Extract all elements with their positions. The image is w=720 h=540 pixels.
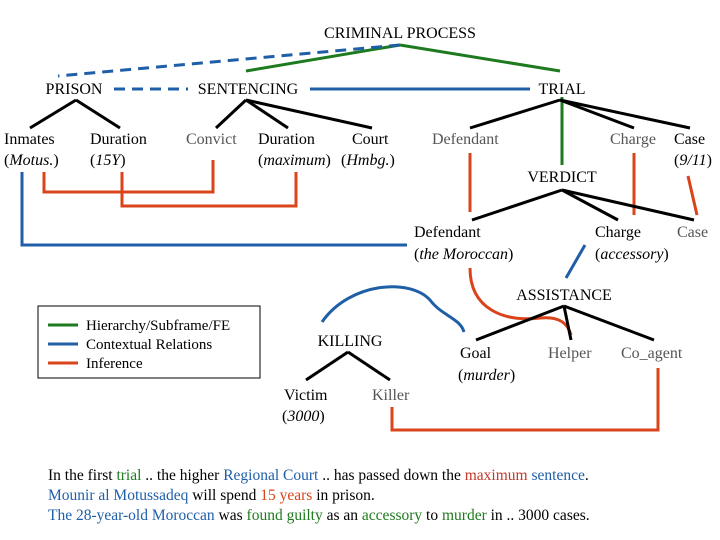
link-duration-duration2 <box>120 172 298 208</box>
caption-segment: accessory <box>361 507 423 524</box>
caption-segment: . <box>584 467 589 484</box>
role-case2: Case <box>677 224 708 241</box>
caption-segment: The 28-year-old Moroccan <box>48 507 215 524</box>
caption-segment: to <box>422 507 442 524</box>
role-inmates: Inmates <box>4 131 55 148</box>
caption-segment: murder <box>441 507 487 524</box>
role-case: Case <box>674 131 705 148</box>
link-case-case2 <box>686 175 699 216</box>
frame-criminal-process: CRIMINAL PROCESS <box>324 25 476 42</box>
role-goal: Goal <box>460 345 492 362</box>
legend-box <box>37 305 261 379</box>
role-charge2-value: (accessory) <box>595 246 669 263</box>
caption-segment: found guilty <box>246 507 323 524</box>
link-inmates-convict <box>42 160 215 194</box>
role-inmates-value: (Motus.) <box>4 152 59 169</box>
link-killing-goal <box>320 285 466 333</box>
role-duration-value: (15Y) <box>90 152 126 169</box>
role-duration2-value: (maximum) <box>258 152 331 169</box>
role-killer: Killer <box>372 387 410 404</box>
link-criminal-sentencing <box>245 43 401 73</box>
link-victim-coagent <box>390 368 660 432</box>
role-co-agent: Co_agent <box>621 345 683 362</box>
role-defendant2-value: (the Moroccan) <box>414 246 513 263</box>
role-helper: Helper <box>548 345 592 362</box>
legend-label-contextual: Contextual Relations <box>86 337 212 353</box>
role-charge: Charge <box>610 131 656 148</box>
role-duration2: Duration <box>258 131 315 148</box>
link-inmates-defendant2 <box>20 172 407 247</box>
link-criminal-prison-dashed <box>57 43 401 78</box>
frame-prison: PRISON <box>46 81 103 98</box>
node-labels: CRIMINAL PROCESS PRISON SENTENCING TRIAL… <box>4 25 712 425</box>
caption-segment: in .. 3000 cases. <box>486 507 590 524</box>
legend: Hierarchy/Subframe/FE Contextual Relatio… <box>86 318 230 372</box>
caption-line: The 28-year-old Moroccan was found guilt… <box>48 506 716 526</box>
frame-sentencing: SENTENCING <box>198 81 299 98</box>
frame-role-links <box>29 98 695 382</box>
legend-label-inference: Inference <box>86 356 143 372</box>
link-criminal-trial <box>399 43 561 73</box>
role-victim: Victim <box>284 387 328 404</box>
role-charge2: Charge <box>595 224 641 241</box>
caption-segment: as an <box>322 507 362 524</box>
caption-line: In the first trial .. the higher Regiona… <box>48 466 716 486</box>
caption-segment: maximum <box>464 467 528 484</box>
role-victim-value: (3000) <box>282 408 325 425</box>
caption-segment: Regional Court <box>223 467 319 484</box>
role-goal-value: (murder) <box>458 367 515 384</box>
link-charge2-assistance <box>564 244 587 279</box>
role-court: Court <box>352 131 389 148</box>
caption-segment: sentence <box>531 467 585 484</box>
caption: In the first trial .. the higher Regiona… <box>48 466 716 526</box>
contextual-links <box>20 43 587 333</box>
caption-segment: was <box>214 507 247 524</box>
caption-segment: 15 years <box>260 487 313 504</box>
frame-assistance: ASSISTANCE <box>516 287 612 304</box>
caption-line: Mounir al Motussadeq will spend 15 years… <box>48 486 716 506</box>
caption-segment: .. has passed down the <box>318 467 465 484</box>
caption-segment: In the first <box>48 467 117 484</box>
caption-segment: trial <box>116 467 142 484</box>
frame-killing: KILLING <box>318 333 383 350</box>
role-case-value: (9/11) <box>674 152 712 169</box>
legend-label-hierarchy: Hierarchy/Subframe/FE <box>86 318 230 334</box>
caption-segment: in prison. <box>312 487 375 504</box>
role-duration: Duration <box>90 131 147 148</box>
frame-trial: TRIAL <box>538 81 585 98</box>
role-court-value: (Hmbg.) <box>341 152 395 169</box>
caption-segment: .. the higher <box>141 467 224 484</box>
role-defendant: Defendant <box>432 131 499 148</box>
hierarchy-links <box>245 43 564 165</box>
frame-verdict: VERDICT <box>527 169 597 186</box>
caption-segment: Mounir al Motussadeq <box>48 487 189 504</box>
caption-segment: will spend <box>188 487 261 504</box>
role-defendant2: Defendant <box>414 224 481 241</box>
role-convict: Convict <box>186 131 237 148</box>
